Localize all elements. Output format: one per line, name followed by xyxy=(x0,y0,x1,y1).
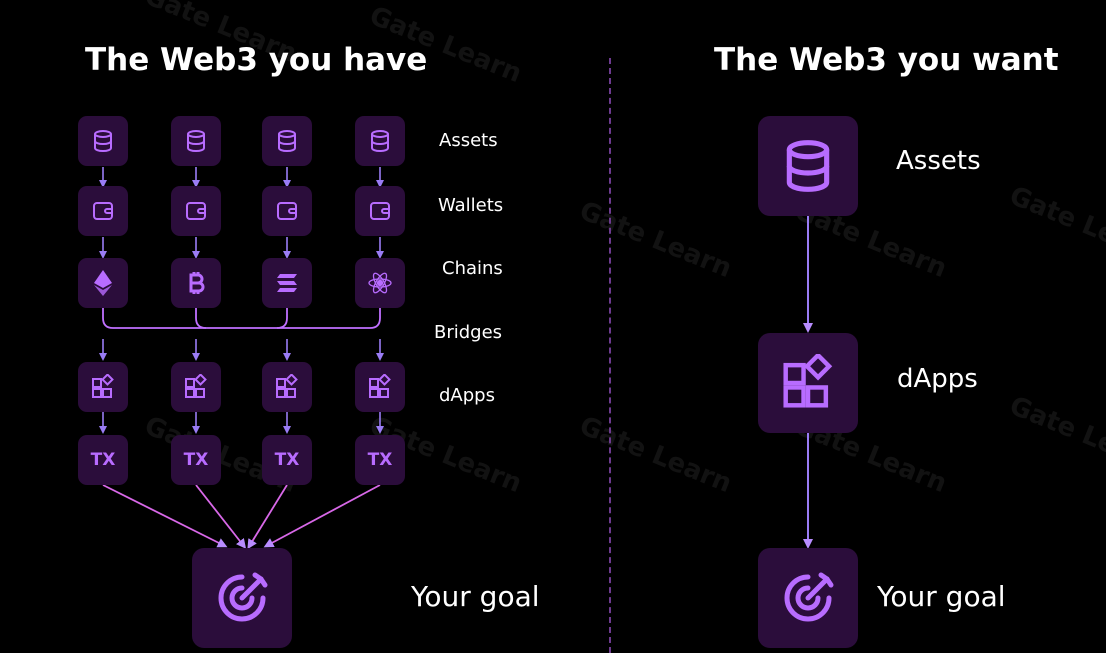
dapp-box xyxy=(78,362,128,412)
cosmos-icon xyxy=(368,272,392,294)
row-label-chains: Chains xyxy=(442,258,503,279)
row-label-wallets: Wallets xyxy=(438,195,504,216)
goal-box xyxy=(758,548,858,648)
asset-box xyxy=(171,116,221,166)
wallet-box xyxy=(262,186,312,236)
goal-arrows xyxy=(102,484,381,550)
wallet-box xyxy=(78,186,128,236)
database-icon xyxy=(94,130,112,153)
ethereum-icon xyxy=(94,270,112,296)
goal-label: Your goal xyxy=(411,580,540,613)
bitcoin-icon xyxy=(189,272,205,294)
target-icon xyxy=(784,572,834,622)
divider xyxy=(609,58,611,653)
goal-label: Your goal xyxy=(877,580,1006,613)
dapp-box xyxy=(171,362,221,412)
tx-box: TX xyxy=(78,435,128,485)
wallet-icon xyxy=(370,202,390,220)
row-label-bridges: Bridges xyxy=(434,322,503,343)
wallet-icon xyxy=(186,202,206,220)
goal-box xyxy=(192,548,292,648)
database-icon xyxy=(278,130,296,153)
solana-icon xyxy=(277,274,297,292)
chain-box-solana xyxy=(262,258,312,308)
row-label-dapps: dApps xyxy=(439,385,495,406)
right-title: The Web3 you want xyxy=(714,42,1059,78)
tx-label: TX xyxy=(274,450,300,470)
database-icon xyxy=(371,130,389,153)
assets-box xyxy=(758,116,858,216)
asset-box xyxy=(262,116,312,166)
tx-label: TX xyxy=(90,450,116,470)
left-arrows xyxy=(99,167,384,434)
dapp-box xyxy=(355,362,405,412)
apps-icon xyxy=(783,354,833,408)
dapps-label: dApps xyxy=(897,364,978,394)
apps-icon xyxy=(185,374,207,398)
tx-box: TX xyxy=(262,435,312,485)
target-icon xyxy=(218,572,268,622)
wallet-icon xyxy=(277,202,297,220)
asset-box xyxy=(78,116,128,166)
tx-box: TX xyxy=(355,435,405,485)
dapp-box xyxy=(262,362,312,412)
database-icon xyxy=(187,130,205,153)
assets-label: Assets xyxy=(896,146,981,176)
tx-label: TX xyxy=(367,450,393,470)
database-icon xyxy=(786,140,830,192)
wallet-icon xyxy=(93,202,113,220)
wallet-box xyxy=(355,186,405,236)
bridge-bracket xyxy=(102,306,381,329)
tx-box: TX xyxy=(171,435,221,485)
dapps-box xyxy=(758,333,858,433)
apps-icon xyxy=(276,374,298,398)
wallet-box xyxy=(171,186,221,236)
asset-box xyxy=(355,116,405,166)
apps-icon xyxy=(369,374,391,398)
chain-box-cosmos xyxy=(355,258,405,308)
tx-label: TX xyxy=(183,450,209,470)
row-label-assets: Assets xyxy=(439,130,498,151)
chain-box-ethereum xyxy=(78,258,128,308)
apps-icon xyxy=(92,374,114,398)
chain-box-bitcoin xyxy=(171,258,221,308)
left-title: The Web3 you have xyxy=(85,42,428,78)
